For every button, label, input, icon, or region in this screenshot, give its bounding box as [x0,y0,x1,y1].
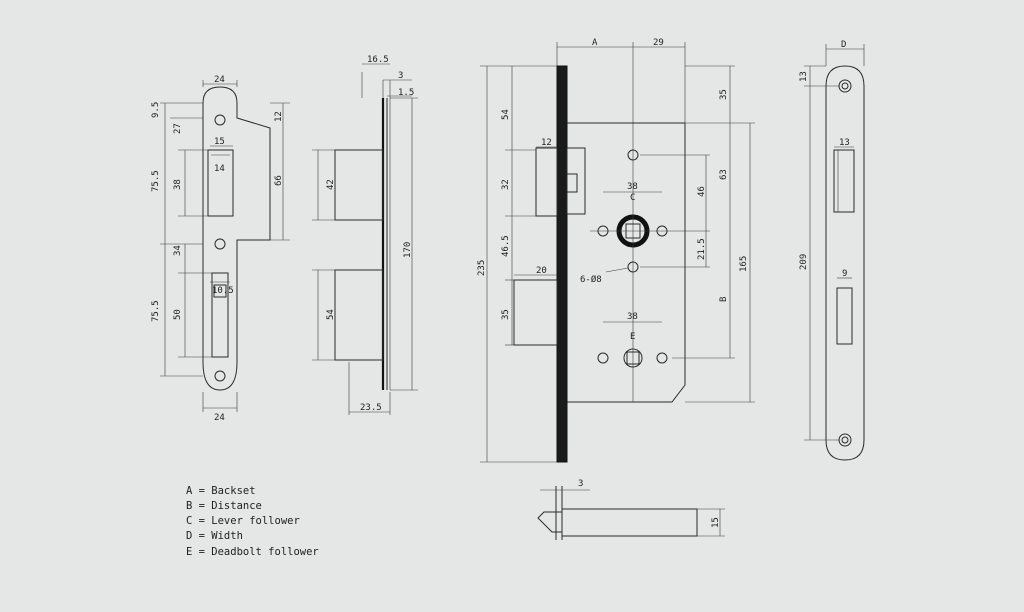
forend-dim-13-slot: 13 [839,138,850,148]
side-dim-1-5: 1.5 [398,88,414,98]
forend-view: D 13 13 209 9 [799,40,865,461]
body-dim-38-top: 38 [627,182,638,192]
body-dim-35-top: 35 [719,89,729,100]
strike-dim-14: 14 [214,164,225,174]
legend-item-c: C = Lever follower [186,515,300,527]
forend-dim-209: 209 [799,254,809,270]
body-dim-21-5: 21.5 [697,238,707,260]
forend-dim-13-left: 13 [799,71,809,82]
strike-dim-27: 27 [173,123,183,134]
strike-dim-66: 66 [274,175,284,186]
strike-dim-50: 50 [173,309,183,320]
side-dim-54: 54 [326,309,336,320]
strike-plate-view: 24 24 9.5 27 75.5 38 34 75.5 50 15 14 10… [151,75,290,423]
body-dim-35-bottom: 35 [501,309,511,320]
legend-item-b: B = Distance [186,500,262,512]
body-dim-b: B [719,297,729,302]
lock-body-view: A 29 54 35 12 32 38 C 46 63 46.5 21.5 16… [477,38,755,463]
strike-dim-9-5: 9.5 [151,102,161,118]
side-dim-23-5: 23.5 [360,403,382,413]
bolt-dim-3: 3 [578,479,583,489]
body-dim-a: A [592,38,598,48]
forend-dim-d: D [841,40,846,50]
strike-width-top-label: 24 [214,75,225,85]
legend-item-a: A = Backset [186,485,256,497]
bolt-view: 3 15 [537,479,725,540]
strike-dim-10-5: 10.5 [212,286,234,296]
legend-item-d: D = Width [186,530,243,542]
body-dim-c: C [630,193,635,203]
body-dim-6-holes: 6-Ø8 [580,274,602,285]
body-dim-38-bottom: 38 [627,312,638,322]
side-dim-42: 42 [326,179,336,190]
strike-dim-75-5-bottom: 75.5 [151,300,161,322]
body-dim-12: 12 [541,138,552,148]
body-dim-235: 235 [477,260,487,276]
body-dim-46-right: 46 [697,186,707,197]
side-view: 16.5 3 1.5 42 54 170 23.5 [312,55,418,415]
body-dim-63: 63 [719,169,729,180]
bolt-dim-15: 15 [711,517,721,528]
body-dim-29: 29 [653,38,664,48]
forend-dim-9: 9 [842,269,847,279]
strike-dim-38: 38 [173,179,183,190]
strike-dim-15: 15 [214,137,225,147]
body-dim-32: 32 [501,179,511,190]
body-dim-20: 20 [536,266,547,276]
side-dim-170: 170 [403,242,413,258]
strike-dim-12: 12 [274,111,284,122]
body-dim-46-5: 46.5 [501,235,511,257]
legend-item-e: E = Deadbolt follower [186,546,319,558]
side-dim-16-5: 16.5 [367,55,389,65]
side-dim-3: 3 [398,71,403,81]
strike-width-bottom-label: 24 [214,413,225,423]
body-dim-e: E [630,332,635,342]
strike-dim-75-5-top: 75.5 [151,170,161,192]
strike-dim-34: 34 [173,245,183,256]
body-dim-54: 54 [501,109,511,120]
body-dim-165: 165 [739,256,749,272]
legend: A = Backset B = Distance C = Lever follo… [186,485,319,558]
